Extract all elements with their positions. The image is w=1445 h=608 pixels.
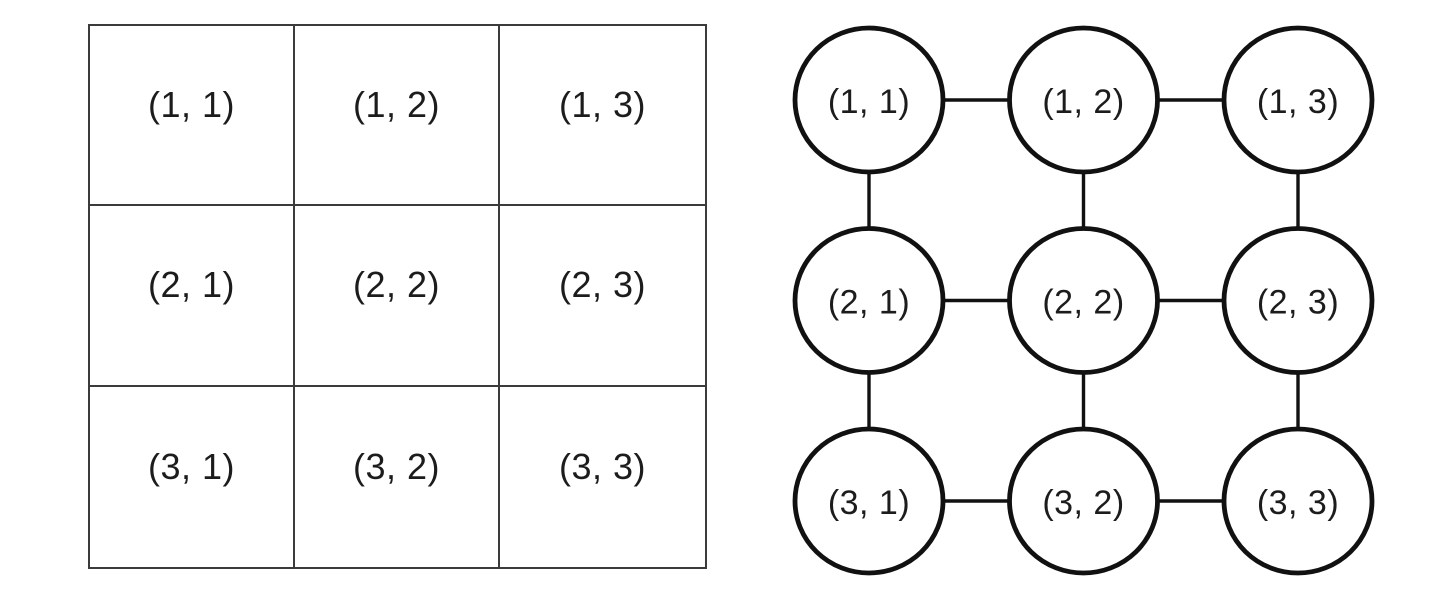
graph-node-circle: [1221, 426, 1375, 576]
graph-node-label: (3, 3): [1257, 484, 1339, 522]
table-cell-label: (2, 2): [352, 264, 441, 306]
graph-node: (3, 3): [1221, 426, 1375, 576]
graph-node: (1, 3): [1221, 25, 1375, 175]
table-cell: (1, 3): [500, 26, 705, 207]
graph-node: (2, 1): [792, 226, 946, 375]
table-cell-label: (1, 2): [352, 84, 441, 126]
graph-node-circle: [1007, 426, 1160, 576]
table-cell: (3, 1): [90, 386, 295, 567]
graph-node: (2, 3): [1221, 226, 1375, 375]
graph-node-circle: [1007, 226, 1160, 375]
table-cell-label: (2, 1): [147, 264, 236, 306]
graph-node-circle: [792, 226, 946, 375]
graph-node-circle: [792, 25, 946, 175]
table-cell: (3, 2): [295, 386, 500, 567]
graph-node-circle: [1221, 25, 1375, 175]
graph-node: (3, 2): [1007, 426, 1160, 576]
graph-node: (2, 2): [1007, 226, 1160, 375]
table-cell: (3, 3): [500, 387, 705, 567]
table-cell-label: (1, 1): [147, 84, 236, 126]
table-cell-label: (3, 2): [352, 445, 441, 487]
graph-node-label: (1, 3): [1257, 83, 1339, 121]
graph-node: (3, 1): [792, 426, 946, 576]
graph-node-circle: [1221, 226, 1375, 375]
graph-node-circle: [792, 426, 946, 576]
graph-node-label: (1, 1): [828, 83, 910, 121]
coordinate-table: (1, 1) (1, 2) (1, 3) (2, 1) (2, 2) (2, 3) (3, …: [88, 24, 707, 569]
graph-node-label: (1, 2): [1042, 83, 1124, 121]
graph-node-label: (3, 1): [828, 484, 910, 522]
lattice-graph: (1, 1) (1, 2) (1, 3) (2, 1) (2, 2) (2, 3) (3, …: [792, 25, 1375, 576]
graph-node-label: (2, 3): [1257, 284, 1339, 322]
table-cell-label: (1, 3): [558, 84, 647, 126]
table-cell-label: (3, 1): [147, 445, 236, 487]
graph-node-label: (2, 1): [828, 284, 910, 322]
graph-node: (1, 2): [1007, 25, 1160, 175]
graph-node-label: (2, 2): [1042, 284, 1124, 322]
graph-node: (1, 1): [792, 25, 946, 175]
table-cell-label: (3, 3): [558, 445, 647, 487]
table-cell-label: (2, 3): [558, 264, 647, 306]
graph-node-circle: [1007, 25, 1160, 175]
graph-node-label: (3, 2): [1042, 484, 1124, 522]
table-cell: (2, 3): [500, 206, 705, 387]
table-cell: (1, 1): [90, 26, 295, 207]
table-cell: (2, 2): [295, 206, 500, 387]
table-cell: (1, 2): [295, 26, 500, 207]
table-cell: (2, 1): [90, 206, 295, 387]
